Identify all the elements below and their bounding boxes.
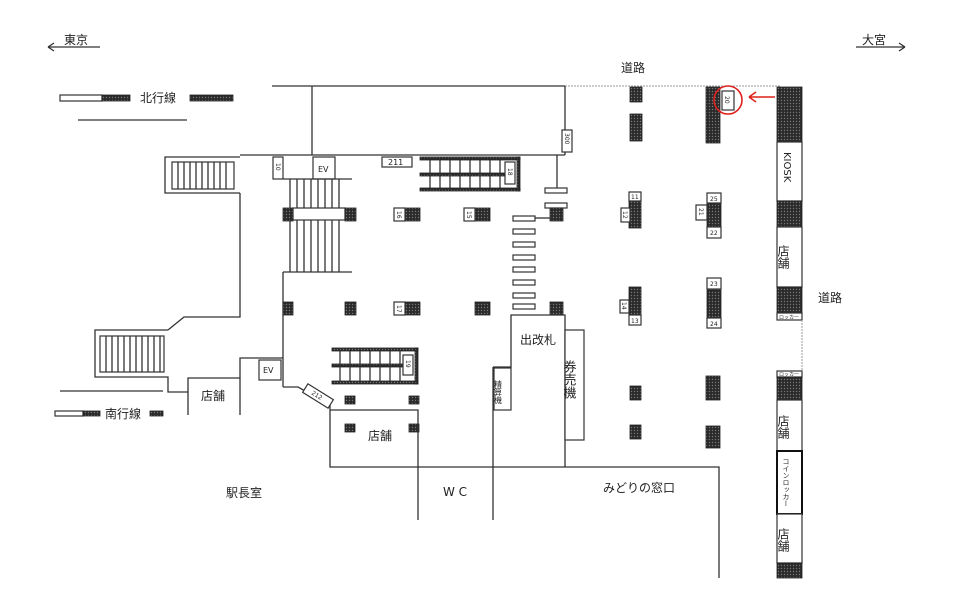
south-track: 南行線 [54,390,164,421]
red-arrow-icon [748,91,775,103]
right-pillars [628,86,722,449]
kiosk-label: KIOSK [781,152,792,183]
arrow-right-icon [856,42,906,52]
north-track: 北行線 [59,90,234,121]
shop-right-2-label: 店舗 [776,415,790,439]
ticket-machine-label: 券売機 [561,359,577,399]
arrow-left-icon [47,42,100,52]
ticket-machine: 券売機 [561,329,585,441]
station-master-label: 駅長室 [226,485,262,500]
label-18: 18 [506,168,513,176]
label-10: 10 [274,163,281,171]
label-16: 16 [395,211,402,219]
label-211 [381,156,413,168]
shop-center-label: 店舗 [368,429,392,443]
label-17: 17 [395,305,402,313]
highlight-location-20[interactable]: 20 [713,85,775,115]
escalator-lower: 19 [331,347,419,385]
shop-center: 店舗 [329,405,419,468]
label-19: 19 [404,360,411,368]
direction-omiya: 大宮 [856,32,906,52]
label-25: 25 [710,196,718,203]
label-15: 15 [465,211,472,219]
midori-label: みどりの窓口 [603,480,675,495]
road-right-label: 道路 [818,290,842,305]
stairs-upper-left [164,156,240,194]
escalator-upper: 18 [419,156,521,192]
stairs-lower-left [94,329,188,393]
elevator-lower-label: EV [263,366,274,375]
stairs-central [289,179,340,272]
shop-right-3-label: 店舗 [776,528,790,552]
wc-label: W C [443,485,467,499]
locker-label-2: ロッカー [779,372,799,378]
road-top-label: 道路 [621,60,645,75]
direction-omiya-label: 大宮 [862,32,886,47]
shop-left-label: 店舗 [201,389,225,403]
ticket-gate-label: 出改札 [520,333,556,347]
shop-right-1-label: 店舗 [776,245,790,269]
pillars [282,207,564,433]
locker-label-1: ロッカー [779,315,799,321]
label-211-text: 211 [388,158,403,167]
right-strip: KIOSK 店舗 ロッカー ロッカー 店舗 コインロッカー 店舗 [776,86,803,579]
midori-window: みどりの窓口 [565,466,720,578]
label-22: 22 [710,230,718,237]
label-11: 11 [631,194,639,201]
label-21: 21 [697,208,704,216]
label-212: 212 [301,382,335,410]
label-300: 300 [563,133,570,145]
fare-adjust-label: 精算機 [494,379,503,405]
label-20: 20 [723,96,730,104]
shop-left: 店舗 [187,377,241,415]
elevator-lower [258,359,282,381]
elevator-upper-label: EV [318,165,329,174]
ticket-gates [512,215,536,310]
fare-adjustment-machine: 精算機 [493,367,512,411]
label-14: 14 [620,302,627,310]
direction-tokyo-label: 東京 [64,33,88,47]
coin-locker-label: コインロッカー [782,458,790,507]
north-track-label: 北行線 [140,90,176,105]
label-12: 12 [621,211,628,219]
label-24: 24 [710,321,718,328]
south-track-label: 南行線 [105,406,141,421]
highlight-circle-icon [713,85,743,115]
direction-tokyo: 東京 [47,33,100,52]
label-23: 23 [710,281,718,288]
label-13: 13 [631,318,639,325]
